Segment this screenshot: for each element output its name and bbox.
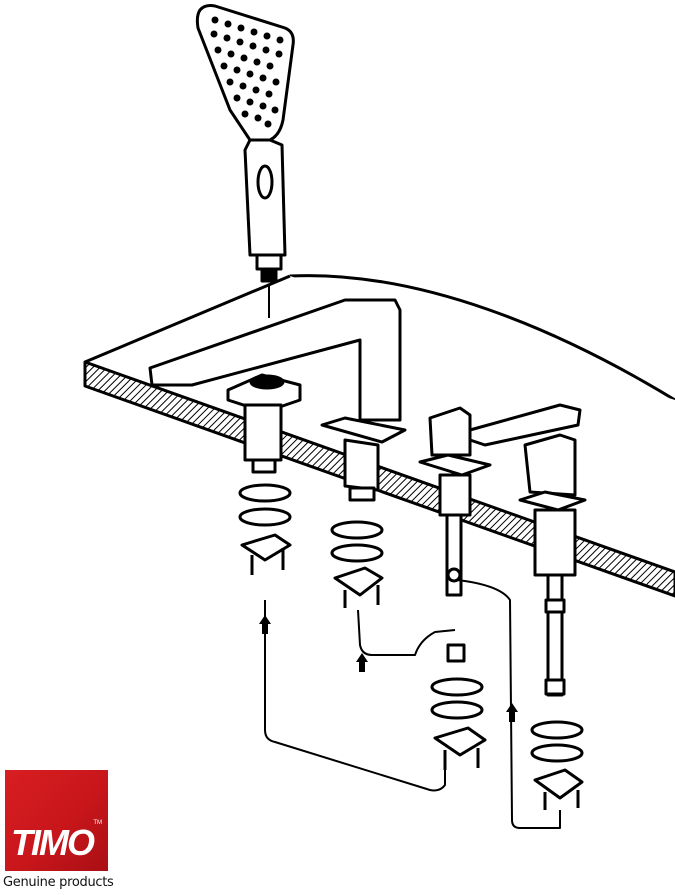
washers-set-2	[330, 520, 384, 608]
hand-shower	[195, 4, 295, 318]
bathtub-edge	[289, 274, 675, 402]
tagline: Genuine products	[3, 875, 114, 890]
diverter-valve	[418, 406, 492, 597]
flow-arrows	[259, 615, 518, 722]
timo-logo: TIMO TM	[5, 770, 108, 871]
washers-set-3	[430, 643, 487, 770]
mixer-valve	[468, 403, 587, 697]
washers-set-1	[238, 483, 292, 575]
bath-spout	[148, 298, 407, 502]
deck-edge	[83, 360, 675, 598]
washers-set-4	[530, 720, 584, 810]
logo-brand: TIMO	[11, 822, 95, 863]
connection-hoses	[264, 579, 561, 829]
shower-outlet	[226, 373, 302, 474]
logo-trademark: TM	[93, 820, 102, 826]
